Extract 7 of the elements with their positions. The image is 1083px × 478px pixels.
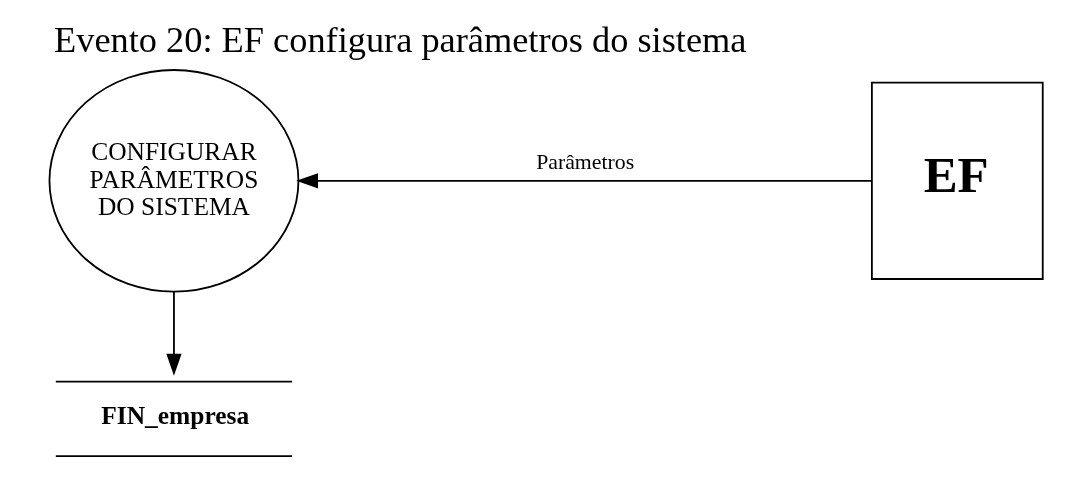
arrow [165, 291, 182, 376]
arrow [295, 173, 872, 189]
diagram-title: Evento 20: EF configura parâmetros do sistema [53, 19, 746, 60]
node-text: FIN_empresa [100, 400, 249, 430]
node-ellipse: CONFIGURAR PARÂMETROS DO SISTEMA [48, 69, 299, 293]
node-box: EF [870, 81, 1044, 280]
edge-label: Parâmetros [535, 150, 634, 175]
